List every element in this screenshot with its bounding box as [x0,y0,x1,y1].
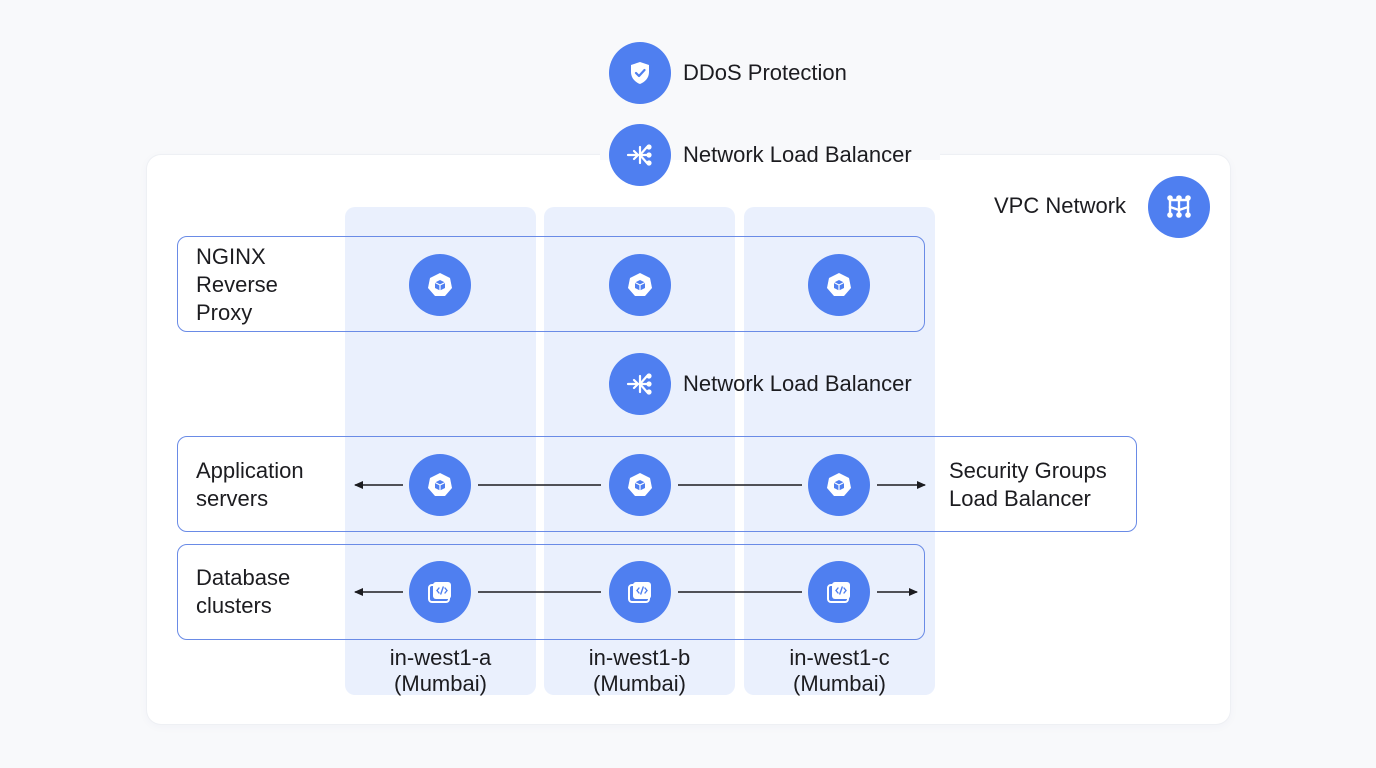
tier-label-database: Database clusters [196,565,291,618]
zone-label-a: in-west1-a (Mumbai) [389,645,492,696]
panel-edge-mask [600,150,940,160]
zone-label-c: in-west1-c (Mumbai) [789,645,890,696]
database-cluster-icon [409,561,471,623]
compute-instance-icon [409,454,471,516]
compute-instance-icon [808,254,870,316]
vpc-network-label: VPC Network [994,193,1127,218]
tier-box-nginx [177,236,925,332]
compute-instance-icon [409,254,471,316]
compute-instance-icon [808,454,870,516]
database-cluster-icon [609,561,671,623]
load-balancer-icon [609,124,671,186]
compute-instance-icon [609,454,671,516]
compute-instance-icon [609,254,671,316]
security-groups-label: Security Groups Load Balancer [949,458,1107,511]
vpc-network-icon [1148,176,1210,238]
tier-label-application: Application servers [196,458,304,511]
tier-box-application [177,436,1137,532]
ddos-protection-icon [609,42,671,104]
edge-load-balancer-label: Network Load Balancer [683,142,912,167]
ddos-protection-label: DDoS Protection [683,60,847,85]
internal-load-balancer-label: Network Load Balancer [683,371,912,396]
database-cluster-icon [808,561,870,623]
zone-label-b: in-west1-b (Mumbai) [588,645,691,696]
tier-box-database [177,544,925,640]
tier-label-nginx: NGINX Reverse Proxy [196,244,278,325]
load-balancer-icon [609,353,671,415]
